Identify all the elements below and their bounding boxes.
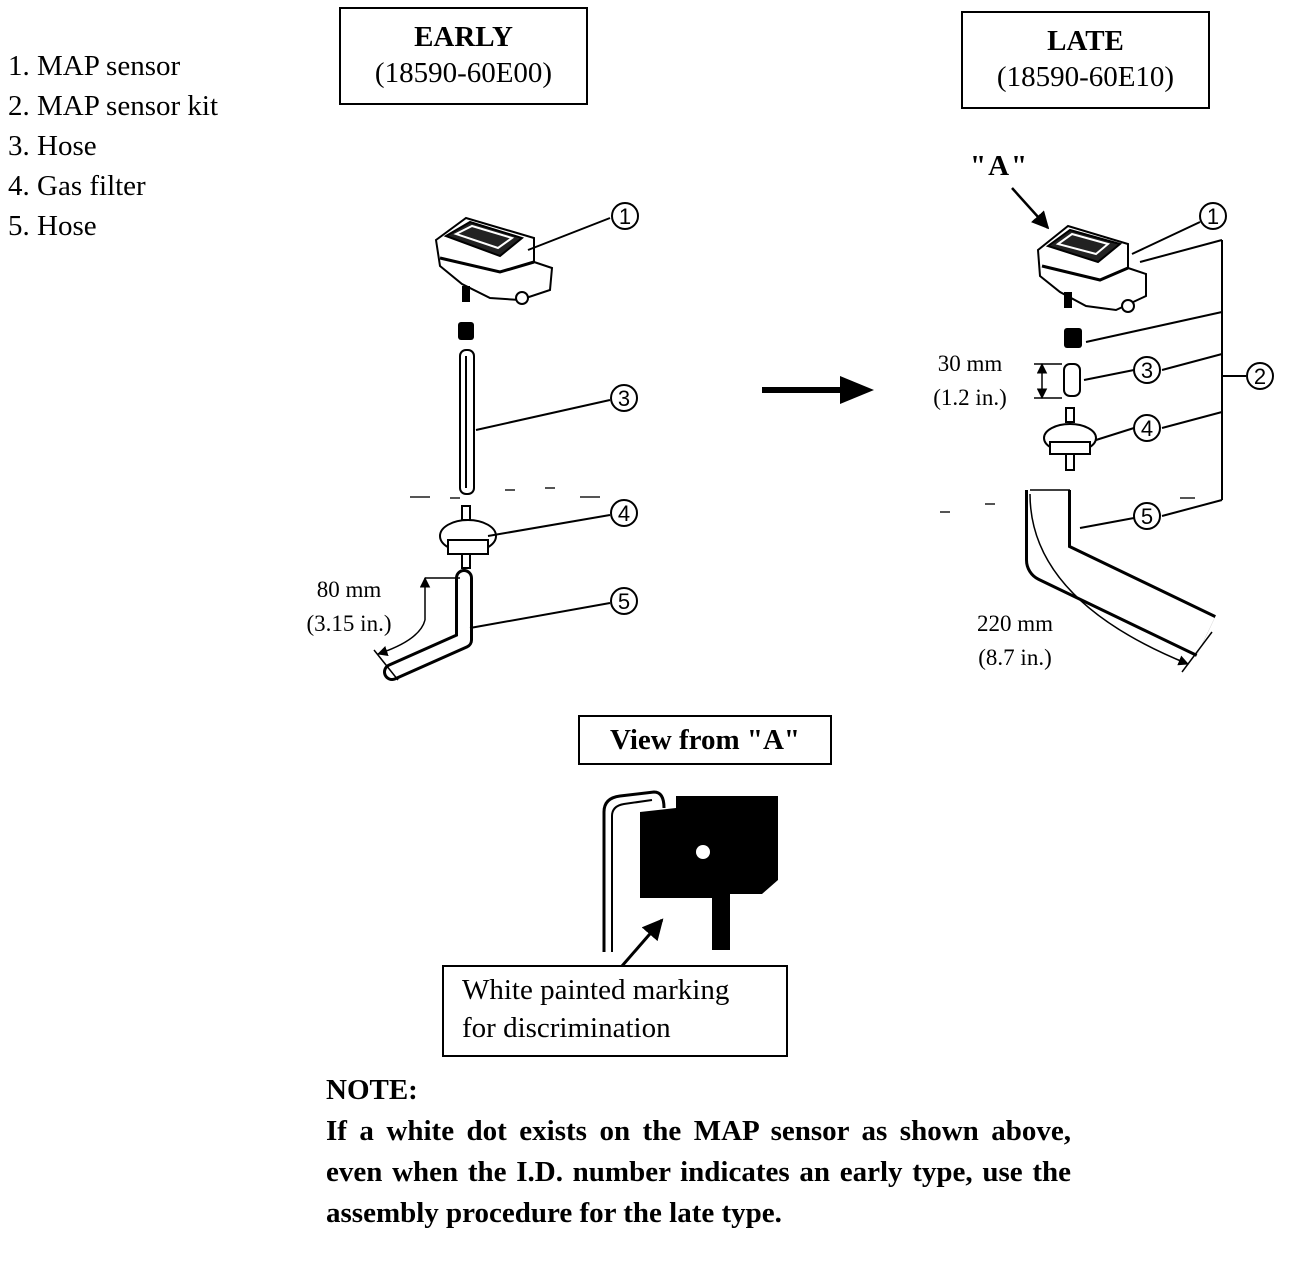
view-from-a-label: View from "A" [578, 715, 832, 765]
late-callout-1: 1 [1199, 202, 1227, 230]
early-hose-length-label: 80 mm (3.15 in.) [306, 577, 392, 636]
late-callout-4: 4 [1133, 414, 1161, 442]
callout-number: 4 [1141, 416, 1153, 441]
callout-number: 1 [619, 204, 631, 229]
callout-number: 2 [1254, 364, 1266, 389]
early-map-sensor [434, 216, 554, 305]
early-gas-filter-4 [439, 505, 497, 569]
legend-item: 5. Hose [8, 210, 97, 242]
late-callout-5: 5 [1133, 502, 1161, 530]
late-gas-filter-4 [1043, 407, 1097, 471]
early-title: EARLY [414, 21, 513, 53]
early-header: EARLY (18590-60E00) [339, 7, 588, 105]
callout-number: 1 [1207, 204, 1219, 229]
early-hose-3 [458, 322, 475, 495]
callout-number: 4 [618, 501, 630, 526]
late-header: LATE (18590-60E10) [961, 11, 1210, 109]
late-callout-2: 2 [1246, 362, 1274, 390]
late-hose-3 [1063, 328, 1082, 397]
callout-number: 3 [1141, 358, 1153, 383]
note-title: NOTE: [326, 1074, 418, 1106]
view-a-illustration [602, 790, 778, 967]
early-callout-4: 4 [610, 499, 638, 527]
parts-legend: 1. MAP sensor 2. MAP sensor kit 3. Hose … [8, 46, 218, 246]
white-dot-marking [696, 845, 710, 859]
callout-number: 3 [618, 386, 630, 411]
early-callout-3: 3 [610, 384, 638, 412]
late-map-sensor [1036, 224, 1147, 313]
early-hose-5 [383, 569, 473, 681]
late-title: LATE [1047, 25, 1124, 57]
transition-arrow [762, 376, 874, 404]
legend-item: 2. MAP sensor kit [8, 90, 218, 122]
note-body: If a white dot exists on the MAP sensor … [326, 1115, 1071, 1229]
legend-item: 3. Hose [8, 130, 97, 162]
callout-number: 5 [1141, 504, 1153, 529]
early-callout-1: 1 [611, 202, 639, 230]
late-hose-length-label: 220 mm (8.7 in.) [976, 611, 1054, 670]
late-short-hose-length-label: 30 mm (1.2 in.) [933, 351, 1007, 410]
late-callout-3: 3 [1133, 356, 1161, 384]
note-block: NOTE: If a white dot exists on the MAP s… [326, 1070, 1071, 1234]
early-callout-5: 5 [610, 587, 638, 615]
marking-caption: White painted marking for discrimination [442, 965, 788, 1057]
legend-item: 4. Gas filter [8, 170, 146, 202]
callout-number: 5 [618, 589, 630, 614]
late-part-number: (18590-60E10) [996, 61, 1175, 93]
view-a-pointer-label: "A" [970, 150, 1030, 182]
early-part-number: (18590-60E00) [374, 57, 553, 89]
legend-item: 1. MAP sensor [8, 50, 181, 82]
